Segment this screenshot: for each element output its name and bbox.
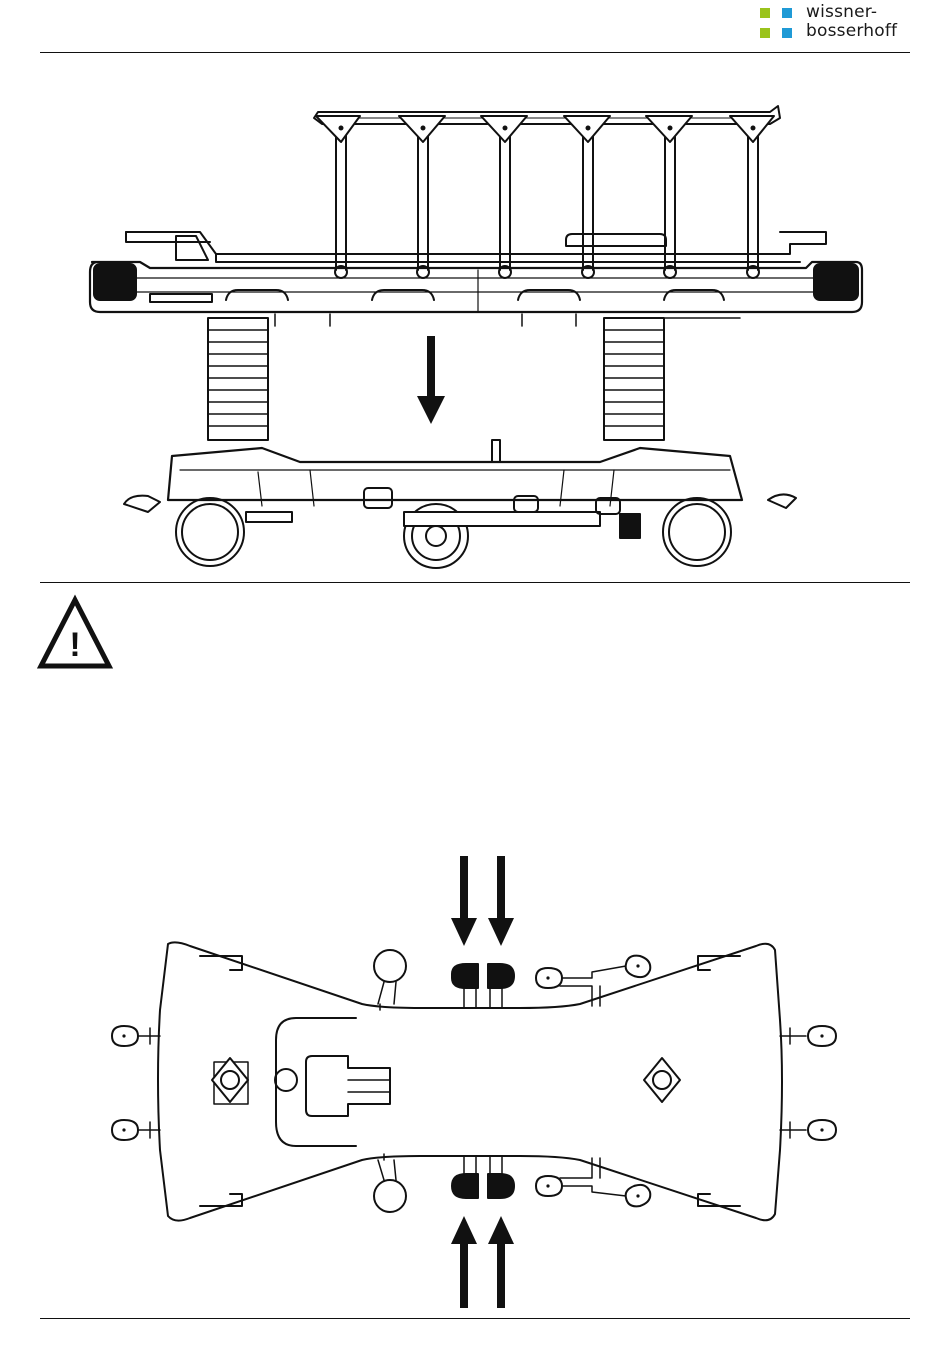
stretcher-base-top-view-pedals-illustration xyxy=(0,0,950,1360)
